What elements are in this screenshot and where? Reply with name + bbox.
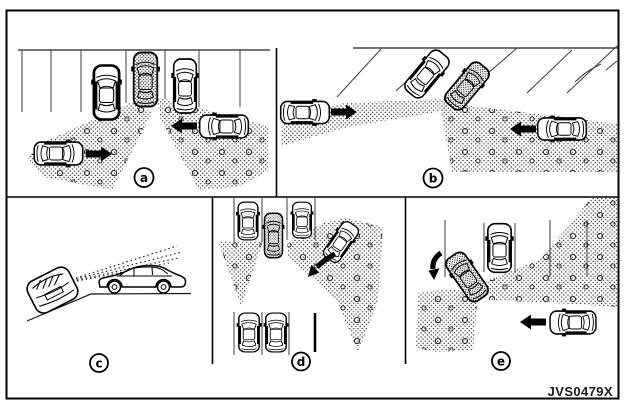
arrow-right-icon (331, 104, 357, 120)
panel-d-label: d (291, 351, 311, 372)
panel-a-label: a (133, 167, 155, 188)
arrow-left-icon (171, 118, 197, 134)
label-circle (133, 167, 155, 188)
parked-car-icon (262, 312, 290, 353)
label-circle (422, 167, 444, 189)
panel-a-parking-lines (18, 49, 270, 112)
figure-border (5, 9, 620, 400)
parked-car-icon (235, 201, 261, 241)
sedan-side-view-icon (98, 264, 187, 294)
panel-d: d (218, 198, 383, 372)
subject-vehicle-rear-view-icon (26, 266, 79, 314)
parked-car-icon (235, 312, 263, 353)
parked-car-icon (89, 63, 124, 122)
detection-zone-right-texture (157, 97, 268, 190)
approaching-car-right-icon (549, 307, 597, 338)
parked-car-icon (170, 58, 200, 114)
panel-b: b (279, 44, 618, 189)
detection-zone-left-texture (416, 289, 478, 352)
turn-arrow-icon (428, 250, 443, 280)
detection-zone-left-texture (28, 101, 152, 190)
subject-vehicle-icon (261, 212, 286, 259)
panel-b-label: b (422, 167, 444, 189)
approaching-car-left-icon (33, 138, 84, 169)
label-circle (491, 351, 511, 371)
panel-e: e (416, 198, 618, 371)
label-letter: a (140, 171, 148, 185)
figure-code: JVS0479X (548, 384, 613, 399)
detection-zone-right-texture (441, 103, 618, 172)
approaching-car-left-icon (279, 98, 331, 127)
turn-arrow-icon (308, 251, 337, 277)
arrow-right-icon (86, 146, 112, 162)
panel-e-label: e (491, 351, 511, 371)
subject-vehicle-icon (130, 51, 161, 108)
label-circle (89, 353, 109, 373)
label-letter: b (429, 171, 438, 185)
panel-dividers (7, 48, 618, 364)
panel-a: a (18, 49, 270, 190)
label-letter: c (95, 356, 102, 370)
detection-zone-left-texture (218, 241, 263, 306)
label-letter: e (497, 354, 505, 368)
sensor-beam-lines (75, 245, 183, 282)
panel-c: c (26, 245, 192, 373)
parked-car-icon (484, 222, 515, 274)
arrow-left-icon (520, 314, 546, 330)
detection-zone-right-texture (287, 218, 383, 352)
label-circle (291, 351, 311, 372)
panel-c-label: c (89, 353, 109, 373)
label-letter: d (297, 355, 306, 369)
detection-zone-right-texture (487, 198, 618, 307)
approaching-car-right-icon (198, 111, 250, 142)
approaching-car-right-icon (536, 114, 588, 144)
arrow-left-icon (510, 121, 536, 137)
parked-car-icon (289, 201, 315, 239)
